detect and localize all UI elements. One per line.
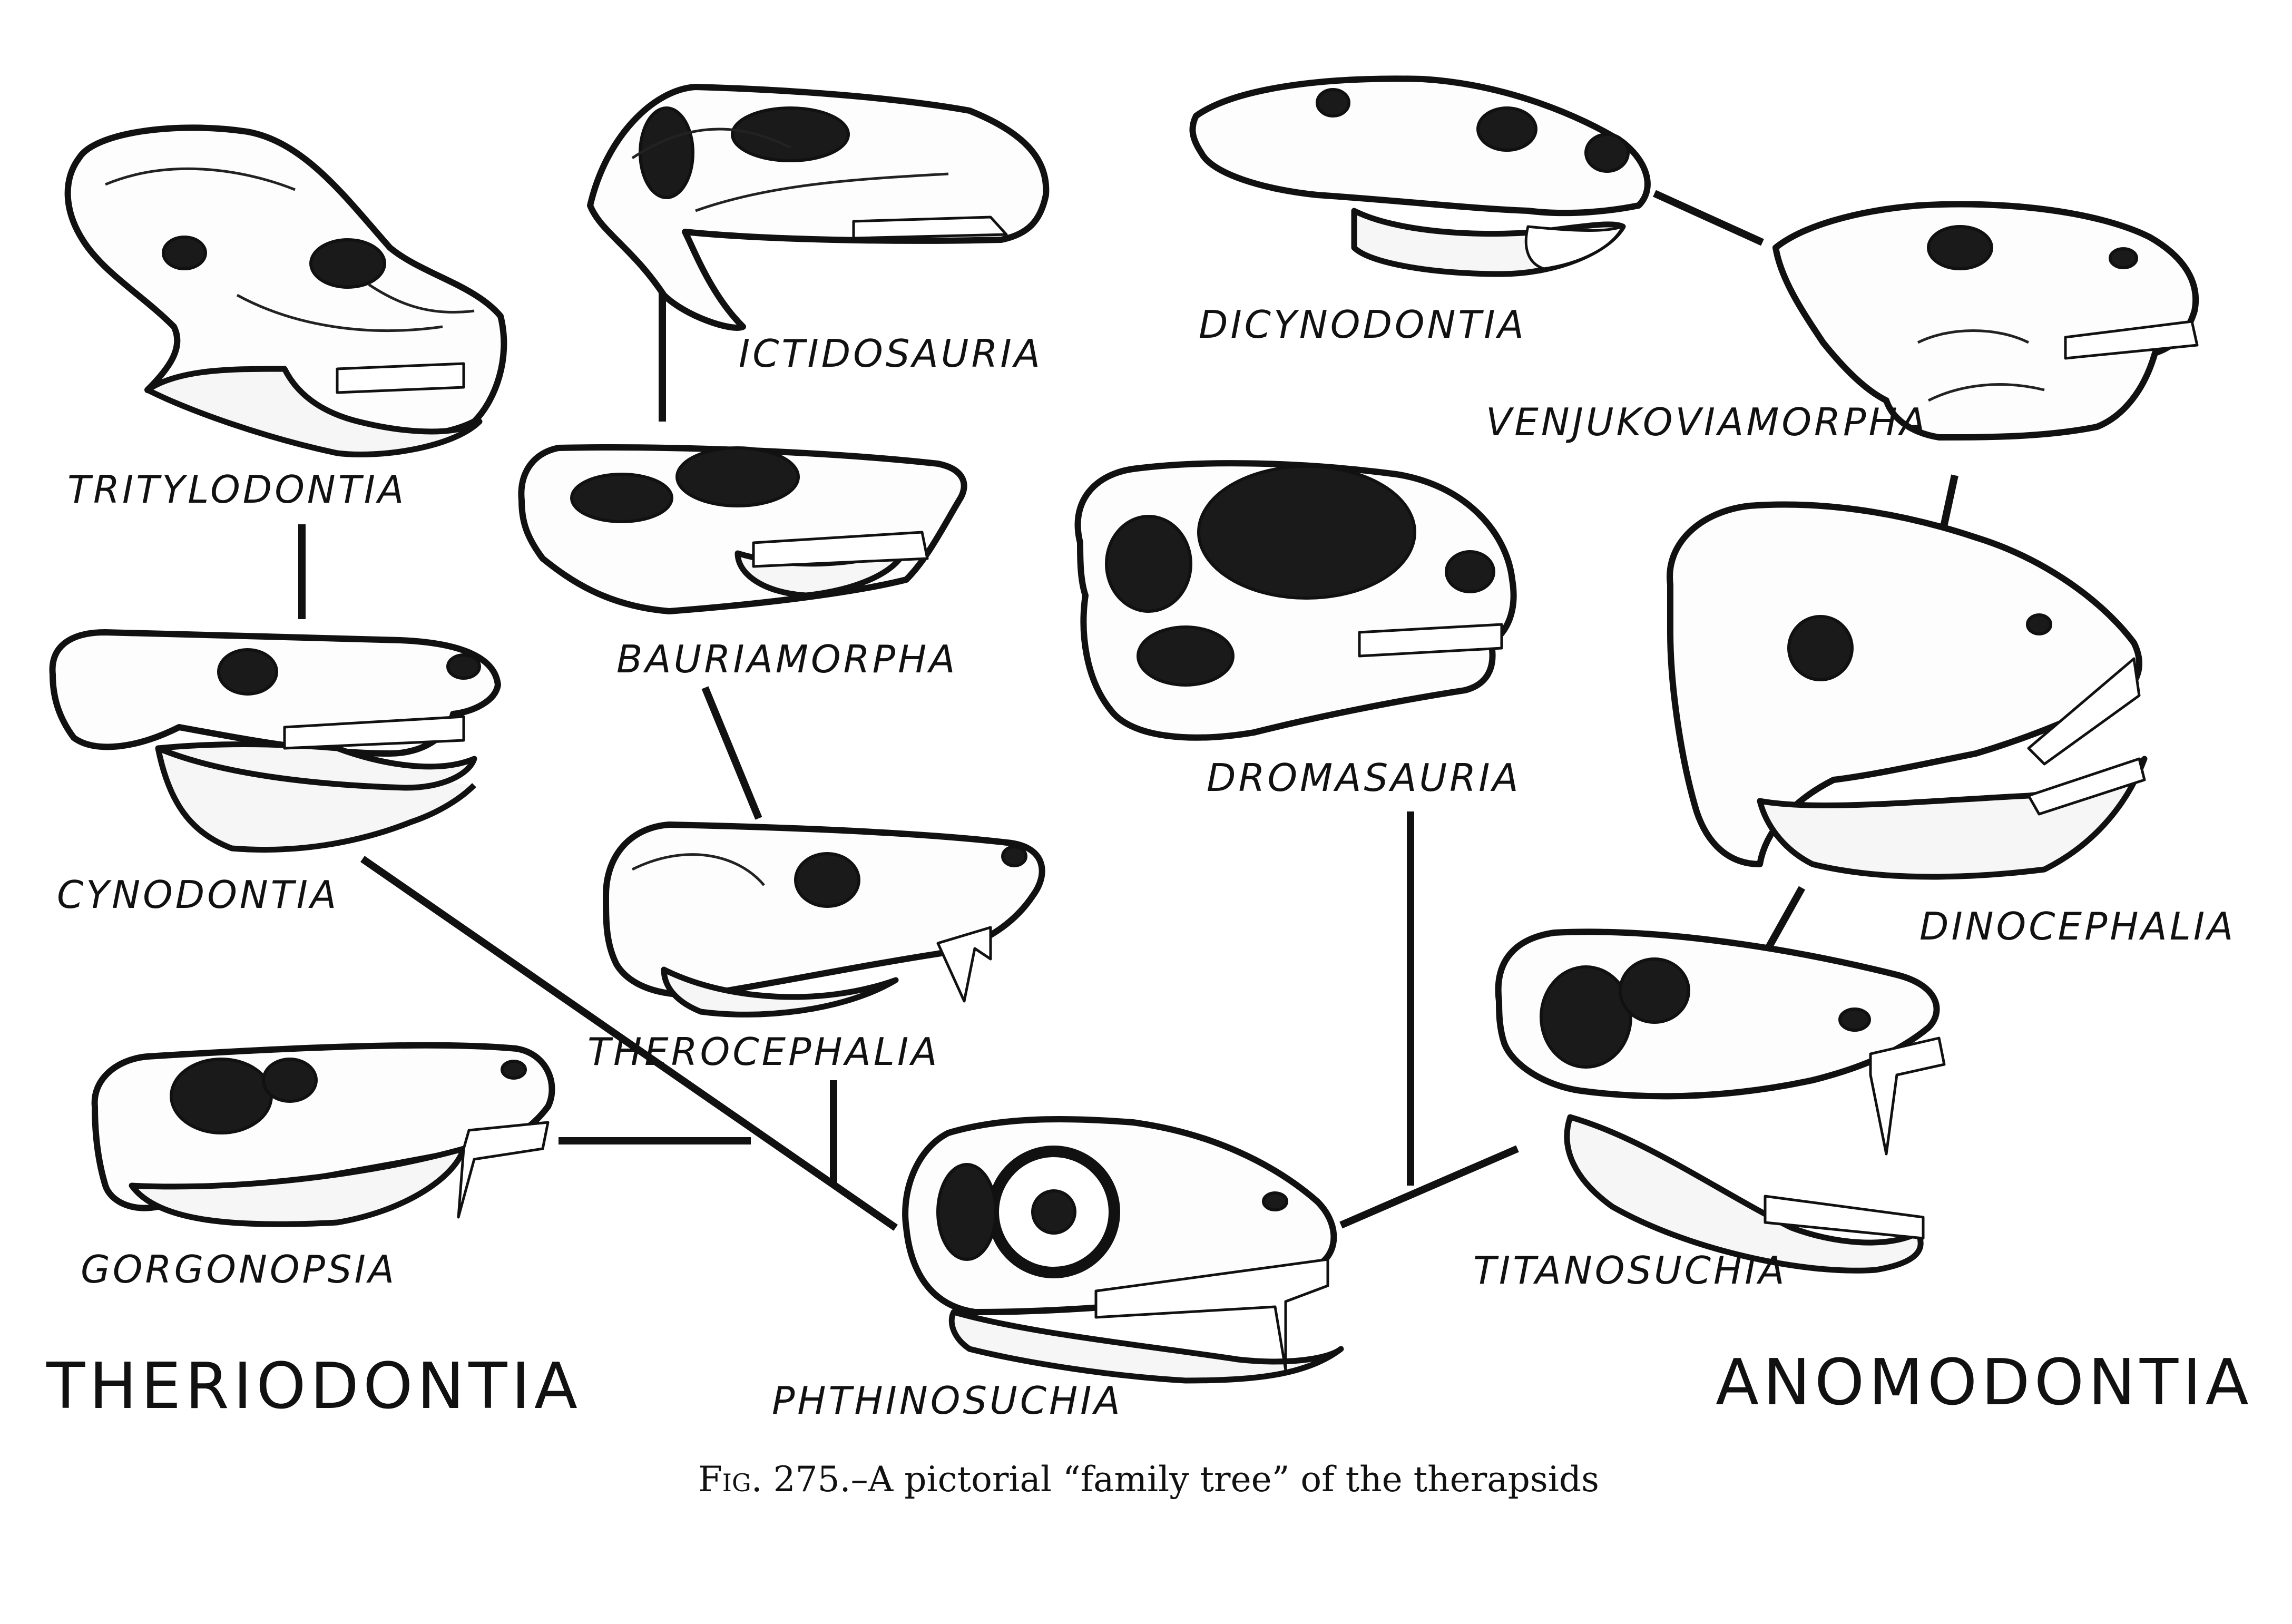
line-phthinosuchia-titanosuchia (1339, 1145, 1519, 1229)
label-dicynodontia: DICYNODONTIA (1199, 302, 1526, 347)
line-bauriamorpha-therocephalia (701, 686, 762, 820)
figure-caption-text: –A pictorial “family tree” of the therap… (850, 1459, 1599, 1500)
ictidosauria-skull (587, 84, 1050, 331)
line-cynodontia-phthinosuchia (360, 856, 898, 1231)
figure-caption: Fig. 275.–A pictorial “family tree” of t… (698, 1462, 1599, 1497)
venjukoviamorpha-skull (1772, 201, 2199, 441)
label-phthinosuchia: PHTHINOSUCHIA (772, 1378, 1123, 1423)
gorgonopsia-skull (91, 1042, 555, 1227)
label-venjukoviamorpha: VENJUKOVIAMORPHA (1486, 400, 1928, 444)
line-dicynodontia-venjukoviamorpha (1653, 190, 1764, 246)
bauriamorpha-skull (518, 444, 967, 614)
titanosuchia-skull (1495, 928, 1946, 1274)
label-ictidosauria: ICTIDOSAURIA (739, 331, 1043, 376)
label-tritylodontia: TRITYLODONTIA (67, 467, 407, 512)
figure-number: Fig. 275. (698, 1459, 851, 1500)
cynodontia-skull (49, 629, 501, 853)
label-bauriamorpha: BAURIAMORPHA (616, 637, 958, 681)
phthinosuchia-skull (902, 1116, 1344, 1384)
therocephalia-skull (603, 821, 1045, 1018)
label-titanosuchia: TITANOSUCHIA (1473, 1248, 1787, 1293)
line-titanosuchia-dinocephalia (1761, 886, 1806, 956)
label-therocephalia: THEROCEPHALIA (587, 1030, 940, 1074)
group-title-theriodontia: THERIODONTIA (46, 1350, 582, 1423)
label-dromasauria: DROMASAURIA (1207, 756, 1521, 800)
dromasauria-skull (1074, 460, 1517, 741)
label-dinocephalia: DINOCEPHALIA (1919, 904, 2236, 948)
label-cynodontia: CYNODONTIA (57, 873, 339, 917)
dinocephalia-skull (1667, 501, 2148, 880)
label-gorgonopsia: GORGONOPSIA (81, 1247, 397, 1292)
tritylodontia-skull (64, 124, 507, 457)
dicynodontia-skull (1189, 75, 1651, 277)
group-title-anomodontia: ANOMODONTIA (1716, 1346, 2253, 1420)
